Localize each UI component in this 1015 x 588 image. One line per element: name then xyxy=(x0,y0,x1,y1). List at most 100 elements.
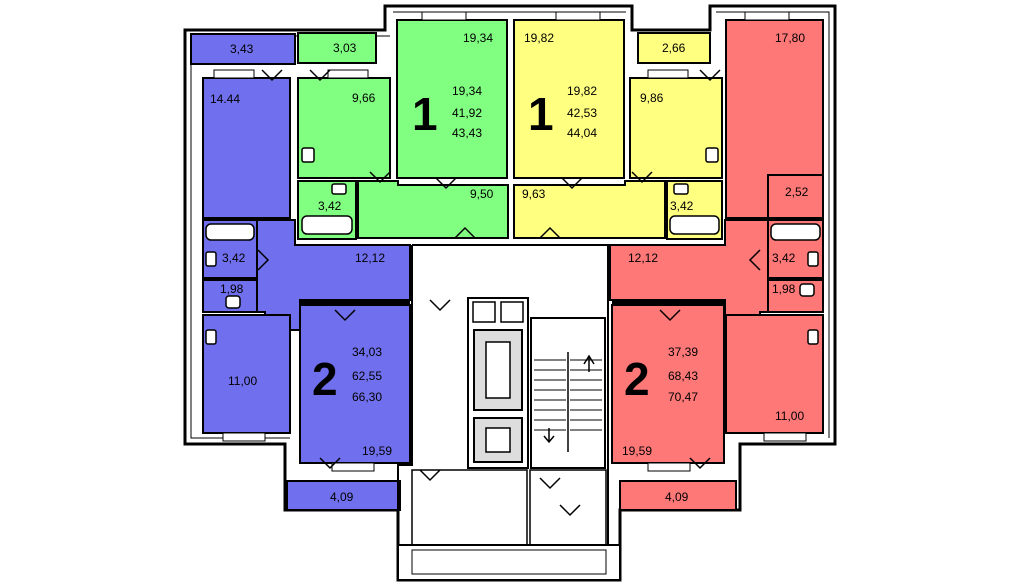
blue-window-top xyxy=(213,69,255,79)
blue-balcony-top-area: 3,43 xyxy=(230,42,254,56)
green-kitchen-window xyxy=(327,69,369,79)
blue-room-top xyxy=(202,77,291,219)
blue-hall xyxy=(256,219,411,331)
yellow-room-window xyxy=(555,11,601,21)
yellow-room xyxy=(513,19,625,179)
yellow-room-living-area: 19,82 xyxy=(524,31,554,45)
red-toilet-area: 1,98 xyxy=(772,282,796,296)
blue-room-big-area: 19,59 xyxy=(362,444,392,458)
red-room-bottom xyxy=(725,314,824,434)
red-sink-bottom-icon xyxy=(807,329,819,345)
green-kitchen xyxy=(297,77,391,179)
green-room-count: 1 xyxy=(412,88,438,140)
red-toilet-icon xyxy=(799,283,815,297)
yellow-bath-area: 3,42 xyxy=(670,199,694,213)
door-swings xyxy=(257,69,761,517)
elevator-cell-1 xyxy=(472,301,496,323)
red-room-big-area: 19,59 xyxy=(622,444,652,458)
green-sink-icon xyxy=(331,183,347,195)
elevator-cabin-1 xyxy=(485,341,511,399)
entrance-vestibule xyxy=(529,469,607,546)
elevator-shaft-2 xyxy=(473,417,523,463)
red-room-bottom-window xyxy=(763,432,807,442)
stair-arrow-up-icon xyxy=(583,354,595,372)
garbage-room xyxy=(411,469,528,546)
stair-steps xyxy=(534,359,602,431)
red-sink-icon xyxy=(807,251,819,267)
yellow-balcony xyxy=(637,32,711,64)
apartment-red-2 xyxy=(609,11,824,511)
green-hall xyxy=(357,180,509,239)
green-balcony-area: 3,03 xyxy=(333,41,357,55)
apartment-blue-2 xyxy=(190,33,411,511)
stair-arrow-down-icon xyxy=(543,428,555,444)
green-hall-area: 9,50 xyxy=(470,187,494,201)
entrance-door xyxy=(411,549,607,575)
blue-area-living: 34,03 xyxy=(352,345,382,359)
red-room-count: 2 xyxy=(624,353,650,405)
green-area-total: 41,92 xyxy=(452,106,482,120)
red-balcony-bottom-area: 4,09 xyxy=(665,490,689,504)
blue-sink-icon xyxy=(205,251,217,267)
blue-room-bottom-area: 11,00 xyxy=(228,374,257,388)
green-room-window xyxy=(421,11,467,21)
red-area-total: 68,43 xyxy=(668,369,698,383)
apartment-yellow-1 xyxy=(513,11,723,240)
yellow-kitchen-window xyxy=(647,69,689,79)
yellow-hall-area: 9,63 xyxy=(522,187,546,201)
yellow-area-with-balcony: 44,04 xyxy=(567,126,597,140)
red-room-top-window xyxy=(744,11,790,21)
yellow-area-total: 42,53 xyxy=(567,106,597,120)
blue-room-count: 2 xyxy=(312,353,338,405)
green-bath-area: 3,42 xyxy=(318,199,342,213)
green-balcony xyxy=(297,32,377,64)
blue-toilet-area: 1,98 xyxy=(220,282,244,296)
red-toilet-room xyxy=(767,279,824,313)
red-bathtub-icon xyxy=(770,223,821,241)
blue-room-bottom xyxy=(202,314,291,434)
red-area-living: 37,39 xyxy=(668,345,698,359)
red-room-big-window xyxy=(647,462,691,472)
blue-sink-bottom-icon xyxy=(205,329,217,345)
blue-balcony-bottom-area: 4,09 xyxy=(330,490,354,504)
red-balcony-bottom xyxy=(619,480,737,511)
red-hall-area: 12,12 xyxy=(628,251,658,265)
green-room xyxy=(396,19,508,179)
blue-room-top-area: 14.44 xyxy=(210,92,240,106)
green-room-living-area: 19,34 xyxy=(463,31,493,45)
red-storage-area: 2,52 xyxy=(785,185,809,199)
blue-bath-area: 3,42 xyxy=(222,251,246,265)
elevator-cell-2 xyxy=(500,301,524,323)
elevator-cabin-2 xyxy=(485,427,511,453)
blue-bathtub-icon xyxy=(205,223,255,241)
yellow-area-living: 19,82 xyxy=(567,84,597,98)
yellow-hall xyxy=(513,180,666,239)
blue-hall-area: 12,12 xyxy=(355,251,385,265)
red-hall xyxy=(609,219,769,331)
blue-toilet-icon xyxy=(225,295,241,309)
yellow-stove-icon xyxy=(705,147,719,163)
blue-area-with-balcony: 66,30 xyxy=(352,390,382,404)
yellow-sink-icon xyxy=(673,183,689,195)
blue-balcony-bottom xyxy=(286,480,401,511)
blue-area-total: 62,55 xyxy=(352,369,382,383)
green-area-with-balcony: 43,43 xyxy=(452,126,482,140)
yellow-balcony-area: 2,66 xyxy=(662,41,686,55)
yellow-kitchen-area: 9,86 xyxy=(640,91,664,105)
apartment-green-1 xyxy=(297,11,509,240)
green-stove-icon xyxy=(301,147,315,163)
green-bathtub-icon xyxy=(301,215,353,235)
yellow-room-count: 1 xyxy=(528,88,554,140)
blue-balcony-top xyxy=(190,33,296,65)
central-core xyxy=(397,244,621,581)
red-storage xyxy=(767,174,824,219)
red-room-bottom-area: 11,00 xyxy=(775,409,804,423)
red-bath-area: 3,42 xyxy=(772,251,796,265)
red-room-top-area: 17,80 xyxy=(775,31,805,45)
core-corridor-wall xyxy=(397,244,609,545)
blue-window-bottom xyxy=(222,432,266,442)
green-kitchen-area: 9,66 xyxy=(352,91,376,105)
red-area-with-balcony: 70,47 xyxy=(668,390,698,404)
yellow-bathtub-icon xyxy=(669,215,720,235)
